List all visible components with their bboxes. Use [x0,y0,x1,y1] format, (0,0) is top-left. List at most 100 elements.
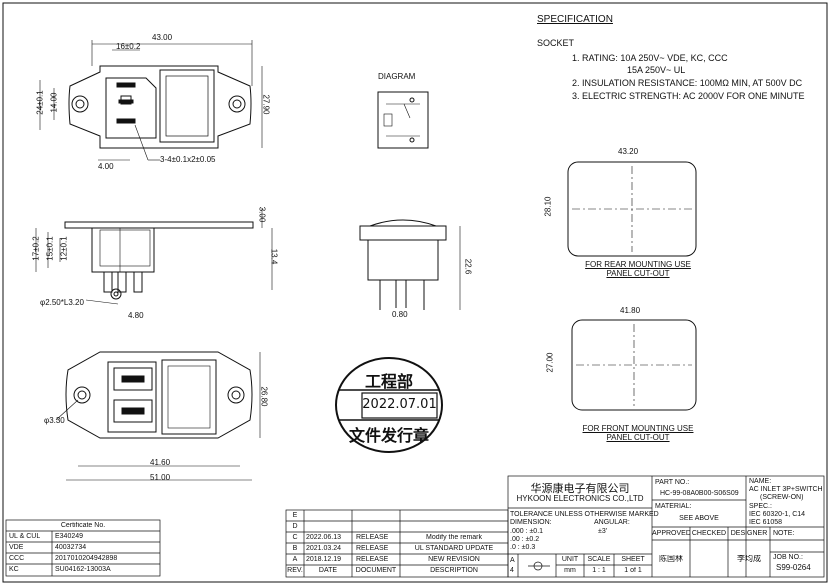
cert-no: 40032734 [55,544,87,551]
spec-title: SPECIFICATION [537,14,613,25]
front-cutout-height: 27.00 [545,352,555,373]
dim-51: 51.00 [150,473,171,482]
dim-43: 43.00 [152,33,173,42]
spec-line-3: 3. ELECTRIC STRENGTH: AC 2000V FOR ONE M… [572,91,805,101]
sheet-value: 1 of 1 [624,567,642,574]
company-name-en: HYKOON ELECTRONICS CO.,LTD [516,494,644,503]
approved-label: APPROVED [652,530,690,537]
rev-mark: 4 [510,567,514,574]
designer-signature: 李均成 [737,555,761,563]
tolerance-line-2: .00 : ±0.2 [510,536,540,543]
tolerance-angular: ANGULAR: [594,519,630,526]
dim-26-8: 26.80 [259,386,269,407]
dim-24: 24±0.1 [35,90,45,115]
revision-table [285,509,509,578]
part-no-label: PART NO.: [655,479,690,486]
unit-value: mm [564,567,576,574]
rev-letter: B [292,545,298,552]
dim-12: 12±0.1 [59,236,69,261]
stamp-date: 2022.07.01 [362,397,437,412]
dim-0-8: 0.80 [392,310,408,319]
rear-cutout-caption-2: PANEL CUT-OUT [606,269,670,278]
rev-desc: NEW REVISION [428,556,480,563]
front-view [39,40,263,161]
title-block [507,475,825,578]
front-cutout-caption-1: FOR FRONT MOUNTING USE [582,424,694,433]
rear-cutout-caption-1: FOR REAR MOUNTING USE [585,260,691,269]
dim-15: 15±0.1 [45,236,55,261]
part-no-value: HC-99-08A0B00-S06S09 [660,490,739,497]
spec-line-1: 1. RATING: 10A 250V~ VDE, KC, CCC [572,53,728,63]
cert-no: E340249 [55,533,84,540]
name-line-2: (SCREW-ON) [760,494,804,501]
cert-name: UL & CUL [9,533,41,540]
dim-13-4: 13.4 [269,248,279,265]
spec-line-2: IEC 61058 [749,519,783,526]
diagram-label: DIAGRAM [378,72,416,81]
rev-letter: D [292,523,298,530]
spec-line-2: 2. INSULATION RESISTANCE: 100MΩ MIN, AT … [572,78,803,88]
spec-label: SPEC.: [749,503,772,510]
tolerance-title: TOLERANCE UNLESS OTHERWISE MARKED [510,511,659,518]
spec-subtitle: SOCKET [537,38,575,48]
dim-pin-dia: φ2.50*L3.20 [40,298,84,307]
dim-22-6: 22.6 [463,258,473,275]
certificate-table [5,519,161,577]
unit-label: UNIT [561,556,579,563]
name-line-1: AC INLET 3P+SWITCH [749,486,823,493]
wiring-diagram [377,91,429,149]
spec-line-1: IEC 60320-1, C14 [749,511,806,518]
tolerance-angular-value: ±3' [598,528,608,535]
dim-14: 14.00 [49,92,59,113]
front-cutout [571,319,697,411]
company-name-cn: 华源康电子有限公司 [530,482,630,495]
dim-27-90: 27.90 [261,94,271,115]
rear-cutout [567,161,697,257]
rev-header-doc: DOCUMENT [355,567,397,574]
spec-line-1b: 15A 250V~ UL [627,65,686,75]
dim-4: 4.00 [98,162,114,171]
front-cutout-width: 41.80 [620,306,641,315]
front-cutout-caption-2: PANEL CUT-OUT [606,433,670,442]
rev-mark: A [510,557,515,564]
job-no-value: S99-0264 [776,564,811,572]
certificate-header: Certificate No. [60,522,106,529]
rev-letter: A [292,556,298,563]
rev-date: 2022.06.13 [306,534,342,541]
rev-doc: RELEASE [356,556,389,563]
rev-desc: UL STANDARD UPDATE [414,545,494,552]
dim-3: 3.00 [257,206,267,223]
center-side-view [359,219,461,310]
tolerance-dimension: DIMENSION: [510,519,552,526]
dim-pin: 3-4±0.1x2±0.05 [160,155,216,164]
approver-signature: 陈国林 [659,555,683,563]
side-view [35,208,273,305]
cert-no: 2017010204942898 [55,555,118,562]
rev-date: 2021.03.24 [306,545,342,552]
dim-17: 17±0.2 [31,236,41,261]
rear-cutout-width: 43.20 [618,147,639,156]
rev-desc: Modify the remark [425,534,483,541]
note-label: NOTE: [773,530,795,537]
name-label: NAME: [749,478,772,485]
rear-cutout-height: 28.10 [543,196,553,217]
material-value: SEE ABOVE [679,515,719,522]
release-stamp [335,357,443,453]
rev-date: 2018.12.19 [306,556,342,563]
dim-hole: φ3.30 [44,416,65,425]
checked-label: CHECKED [691,530,727,537]
rev-letter: C [292,534,298,541]
sheet-label: SHEET [621,556,645,563]
rev-header-rev: REV. [287,567,303,574]
rear-view [55,351,261,481]
job-no-label: JOB NO.: [773,554,803,561]
rev-letter: E [292,512,298,519]
tolerance-line-1: .000 : ±0.1 [510,528,544,535]
stamp-top-text: 工程部 [364,372,413,391]
dim-16: 16±0.2 [116,42,141,51]
rev-header-desc: DESCRIPTION [430,567,478,574]
cert-no: SU04162-13003A [55,566,111,573]
stamp-bottom-text: 文件发行章 [348,426,429,445]
rev-header-date: DATE [318,567,338,574]
